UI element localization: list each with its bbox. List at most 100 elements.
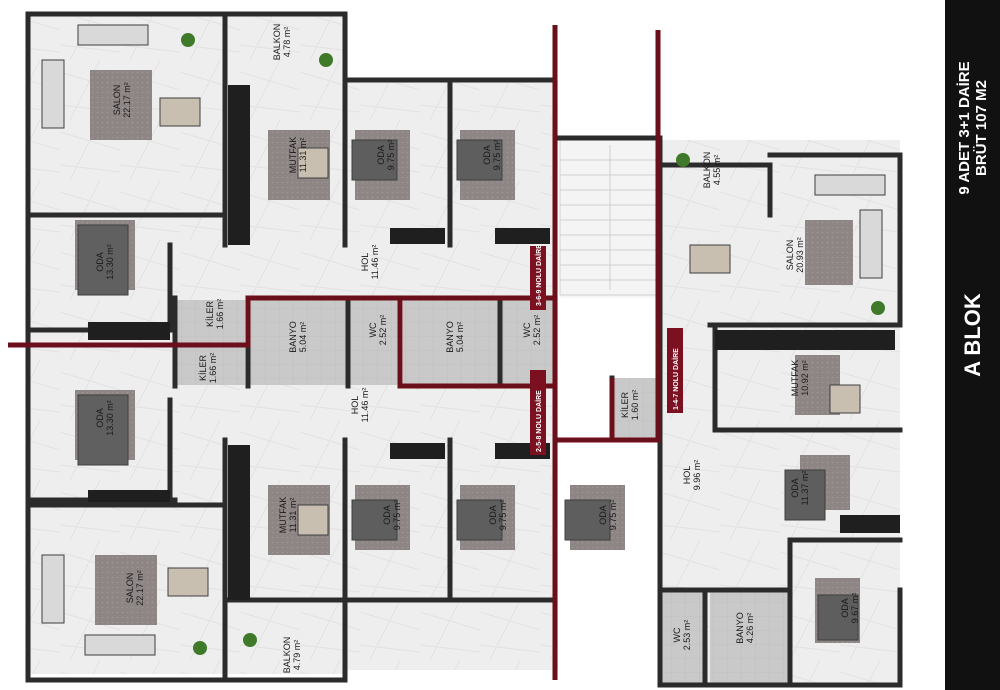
tag-text-1-4-7: 1-4-7 NOLU DAİRE	[672, 348, 680, 410]
room-label-wc-upper-2: WC2.52 m²	[522, 315, 542, 346]
plants	[181, 33, 885, 655]
room-area: 11.46 m²	[360, 388, 370, 423]
room-name: KİLER	[620, 391, 630, 418]
room-area: 1.66 m²	[208, 353, 218, 384]
room-area: 22.17 m²	[135, 570, 145, 606]
room-area: 13.30 m²	[105, 400, 115, 436]
room-area: 9.75 m²	[608, 500, 618, 531]
room-area: 4.78 m²	[282, 27, 292, 58]
summary-text: 9 ADET 3+1 DAİRE BRÜT 107 M2	[956, 61, 990, 194]
room-area: 9.96 m²	[692, 460, 702, 491]
room-area: 20.93 m²	[795, 237, 805, 273]
room-name: BANYO	[288, 321, 298, 353]
room-label-oda-left-lower: ODA13.30 m²	[95, 400, 115, 436]
room-name: WC	[672, 627, 682, 642]
room-area: 1.60 m²	[630, 390, 640, 421]
room-name: BANYO	[445, 321, 455, 353]
room-name: ODA	[488, 505, 498, 525]
room-name: HOL	[682, 466, 692, 485]
kitchen-counters	[88, 85, 900, 600]
room-area: 9.75 m²	[492, 140, 502, 171]
room-label-oda-right-1: ODA11.37 m²	[790, 471, 810, 506]
room-name: ODA	[382, 505, 392, 525]
block-title: A BLOK	[959, 293, 985, 377]
room-label-oda-bottom-3: ODA9.75 m²	[598, 500, 618, 531]
room-label-wc-upper: WC2.52 m²	[368, 315, 388, 346]
room-area: 5.04 m²	[298, 322, 308, 353]
room-label-oda-top-1: ODA9.75 m²	[376, 140, 396, 171]
room-name: ODA	[95, 252, 105, 272]
room-area: 1.66 m²	[215, 299, 225, 330]
summary-line-1: 9 ADET 3+1 DAİRE	[955, 61, 973, 195]
room-name: HOL	[350, 396, 360, 415]
room-label-wc-right: WC2.53 m²	[672, 620, 692, 651]
room-name: KİLER	[205, 300, 215, 327]
room-name: WC	[522, 322, 532, 337]
room-area: 11.37 m²	[800, 471, 810, 506]
room-area: 22.17 m²	[122, 82, 132, 118]
room-name: BALKON	[282, 637, 292, 674]
room-label-oda-left-upper: ODA13.30 m²	[95, 244, 115, 280]
room-name: WC	[368, 322, 378, 337]
room-name: MUTFAK	[278, 497, 288, 534]
room-label-kiler-right: KİLER1.60 m²	[620, 390, 640, 421]
room-label-balkon-bottom: BALKON4.79 m²	[282, 637, 302, 674]
room-area: 4.26 m²	[745, 613, 755, 644]
room-label-kiler-upper: KİLER1.66 m²	[205, 299, 225, 330]
room-label-balkon-right: BALKON4.55 m²	[702, 152, 722, 189]
apartment-tag-3-6-9: 3-6-9 NOLU DAİRE	[530, 244, 546, 310]
room-name: ODA	[840, 598, 850, 618]
room-name: ODA	[790, 478, 800, 498]
room-name: MUTFAK	[288, 137, 298, 174]
room-name: BALKON	[272, 24, 282, 61]
room-area: 10.92 m²	[800, 360, 810, 396]
room-area: 2.52 m²	[378, 315, 388, 346]
room-area: 11.31 m²	[288, 498, 298, 533]
summary-line-2: BRÜT 107 M2	[972, 80, 990, 176]
staircase	[559, 139, 659, 296]
tag-text-2-5-8: 2-5-8 NOLU DAİRE	[535, 390, 543, 452]
room-area: 5.04 m²	[455, 322, 465, 353]
room-label-salon-top-left: SALON22.17 m²	[112, 82, 132, 118]
room-label-hol-upper: HOL11.46 m²	[360, 245, 380, 280]
room-name: BALKON	[702, 152, 712, 189]
room-name: ODA	[482, 145, 492, 165]
room-name: ODA	[95, 408, 105, 428]
furniture	[41, 24, 886, 656]
room-area: 2.52 m²	[532, 315, 542, 346]
room-label-mutfak-bottom: MUTFAK11.31 m²	[278, 497, 298, 534]
apartment-tag-1-4-7: 1-4-7 NOLU DAİRE	[667, 328, 683, 413]
room-name: SALON	[112, 85, 122, 116]
room-area: 11.46 m²	[370, 245, 380, 280]
tag-text-3-6-9: 3-6-9 NOLU DAİRE	[535, 244, 543, 306]
apartment-tag-2-5-8: 2-5-8 NOLU DAİRE	[530, 370, 546, 455]
room-label-oda-bottom-1: ODA9.75 m²	[382, 500, 402, 531]
room-label-oda-bottom-2: ODA9.75 m²	[488, 500, 508, 531]
room-name: SALON	[785, 240, 795, 271]
room-area: 11.31 m²	[298, 138, 308, 173]
room-label-salon-bottom-left: SALON22.17 m²	[125, 570, 145, 606]
room-label-banyo-upper: BANYO5.04 m²	[288, 321, 308, 353]
room-label-balkon-top: BALKON4.78 m²	[272, 24, 292, 61]
room-label-kiler-lower: KİLER1.66 m²	[198, 353, 218, 384]
room-area: 4.55 m²	[712, 155, 722, 186]
room-name: HOL	[360, 253, 370, 272]
room-label-banyo-upper-2: BANYO5.04 m²	[445, 321, 465, 353]
room-label-hol-lower: HOL11.46 m²	[350, 388, 370, 423]
room-area: 4.79 m²	[292, 640, 302, 671]
side-panel: A BLOK 9 ADET 3+1 DAİRE BRÜT 107 M2	[945, 0, 1000, 690]
room-label-mutfak-right: MUTFAK10.92 m²	[790, 360, 810, 397]
room-name: MUTFAK	[790, 360, 800, 397]
room-label-mutfak-top: MUTFAK11.31 m²	[288, 137, 308, 174]
room-area: 9.75 m²	[498, 500, 508, 531]
room-area: 13.30 m²	[105, 244, 115, 280]
room-label-oda-top-2: ODA9.75 m²	[482, 140, 502, 171]
apartment-dividers	[8, 25, 661, 680]
room-area: 9.75 m²	[392, 500, 402, 531]
room-name: KİLER	[198, 354, 208, 381]
floor-plan: 3-6-9 NOLU DAİRE 2-5-8 NOLU DAİRE 1-4-7 …	[8, 11, 903, 688]
room-name: SALON	[125, 573, 135, 604]
room-label-hol-right: HOL9.96 m²	[682, 460, 702, 491]
room-area: 9.75 m²	[386, 140, 396, 171]
